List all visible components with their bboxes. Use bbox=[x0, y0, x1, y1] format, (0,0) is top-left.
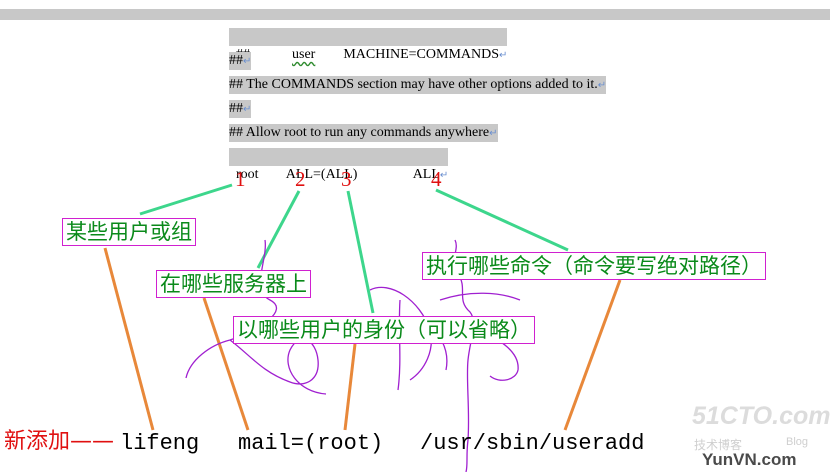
field-number-1: 1 bbox=[235, 167, 246, 191]
code-user: user bbox=[292, 47, 316, 62]
field-number-2: 2 bbox=[295, 167, 306, 191]
code-text: ## Allow root to run any commands anywhe… bbox=[229, 125, 490, 140]
watermark-domain: YunVN.com bbox=[702, 450, 797, 469]
paragraph-mark-icon: ↵ bbox=[243, 104, 252, 115]
paragraph-mark-icon: ↵ bbox=[243, 56, 252, 67]
label-user-or-group: 某些用户或组 bbox=[62, 218, 196, 246]
label-which-commands: 执行哪些命令（命令要写绝对路径） bbox=[422, 252, 766, 280]
connector-host bbox=[202, 297, 250, 431]
example-command: /usr/sbin/useradd bbox=[420, 431, 645, 456]
connector-user bbox=[103, 247, 155, 431]
field-number-4: 4 bbox=[431, 167, 442, 191]
code-line-1: ## user MACHINE=COMMANDS↵ bbox=[229, 28, 508, 62]
code-line-2: ##↵ bbox=[229, 52, 252, 70]
new-added-dash: —— bbox=[70, 429, 115, 454]
watermark-tag-en: Blog bbox=[786, 436, 809, 448]
watermark-tag-cn: 技术博客 bbox=[694, 438, 743, 452]
example-user: lifeng bbox=[120, 431, 200, 456]
code-all: ALL bbox=[412, 167, 440, 182]
paragraph-mark-icon: ↵ bbox=[439, 170, 449, 181]
code-text: ## bbox=[229, 53, 243, 68]
paragraph-mark-icon: ↵ bbox=[499, 50, 508, 61]
code-all-all: ALL=(ALL) bbox=[285, 167, 358, 182]
top-divider-bar bbox=[0, 9, 830, 20]
code-root: root bbox=[236, 167, 259, 182]
code-line-5: ## Allow root to run any commands anywhe… bbox=[229, 124, 498, 142]
field-number-3: 3 bbox=[341, 167, 352, 191]
code-text: ## The COMMANDS section may have other o… bbox=[229, 77, 598, 92]
connector-4 bbox=[435, 188, 569, 252]
code-text: ## bbox=[229, 101, 243, 116]
watermark-site: 51CTO.com bbox=[692, 402, 830, 430]
code-line-3: ## The COMMANDS section may have other o… bbox=[229, 76, 607, 94]
connector-command bbox=[563, 279, 622, 431]
code-machine-commands: MACHINE=COMMANDS bbox=[343, 47, 500, 62]
label-which-servers: 在哪些服务器上 bbox=[156, 270, 311, 298]
new-added-text: 新添加 bbox=[4, 429, 71, 454]
connector-1 bbox=[139, 183, 233, 216]
connector-3 bbox=[346, 190, 375, 314]
example-host: mail=(root) bbox=[238, 431, 384, 456]
connector-runas bbox=[343, 343, 357, 431]
paragraph-mark-icon: ↵ bbox=[489, 128, 498, 139]
label-as-which-user: 以哪些用户的身份（可以省略） bbox=[233, 316, 535, 344]
code-line-4: ##↵ bbox=[229, 100, 252, 118]
code-line-6: root ALL=(ALL) ALL↵ bbox=[229, 148, 449, 182]
paragraph-mark-icon: ↵ bbox=[597, 80, 607, 91]
new-added-label: 新添加—— bbox=[4, 428, 114, 456]
